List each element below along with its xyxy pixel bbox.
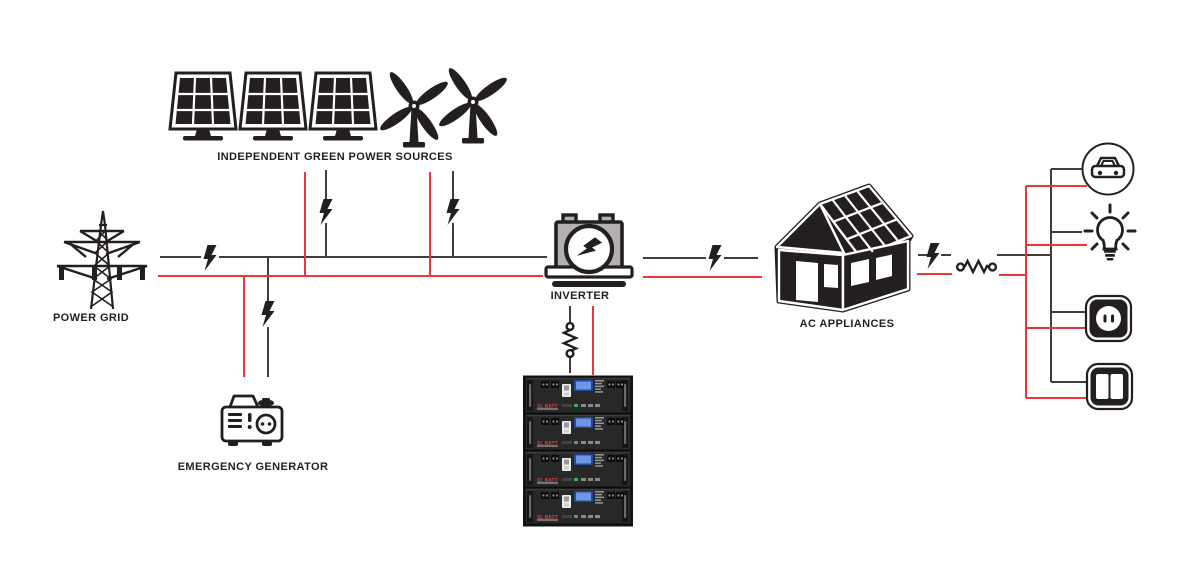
wire-solar-drop-red bbox=[304, 172, 431, 276]
green-sources-label: INDEPENDENT GREEN POWER SOURCES bbox=[217, 151, 453, 163]
rack-battery-stack-icon: SL BATT SL BATT SL BATT SL BATT bbox=[523, 375, 633, 527]
lightning-bolt-icon bbox=[319, 199, 333, 225]
portable-generator-icon bbox=[220, 394, 284, 446]
wiring-red bbox=[158, 172, 1087, 399]
lightning-bolt-icon bbox=[261, 301, 275, 327]
lightning-bolt-icon bbox=[926, 243, 940, 269]
inverter-label: INVERTER bbox=[550, 290, 610, 302]
solar-panel-icon bbox=[238, 71, 308, 142]
ev-car-icon bbox=[1081, 142, 1135, 196]
wind-turbine-icon bbox=[376, 68, 452, 148]
wire-loads-bus-red bbox=[1025, 185, 1087, 399]
solar-panel-icon bbox=[308, 71, 378, 142]
house-window bbox=[876, 254, 892, 280]
transmission-tower-icon bbox=[56, 210, 148, 310]
wind-turbine-icon bbox=[435, 64, 511, 144]
wall-switch-icon bbox=[1085, 362, 1134, 411]
ac-appliances-label: AC APPLIANCES bbox=[799, 318, 895, 330]
battery-brand: SL BATT bbox=[537, 515, 558, 521]
battery-brand: SL BATT bbox=[537, 478, 558, 484]
battery-brand: SL BATT bbox=[537, 441, 558, 447]
house-with-solar-roof-icon bbox=[774, 183, 914, 313]
battery-brand: SL BATT bbox=[537, 404, 558, 410]
wire-house-to-loads-red bbox=[917, 273, 1026, 276]
house-window bbox=[851, 259, 869, 286]
inverter-icon bbox=[544, 213, 634, 287]
lightning-bolt-icon bbox=[203, 245, 217, 271]
solar-panel-icon bbox=[168, 71, 238, 142]
wall-outlet-icon bbox=[1084, 294, 1133, 343]
emergency-generator-label: EMERGENCY GENERATOR bbox=[177, 461, 329, 473]
fuse-icon-vertical bbox=[560, 321, 580, 359]
wire-loads-bus-black bbox=[1050, 168, 1086, 383]
light-bulb-icon bbox=[1083, 203, 1137, 261]
lightning-bolt-icon bbox=[446, 199, 460, 225]
house-window bbox=[824, 264, 838, 288]
power-grid-label: POWER GRID bbox=[52, 312, 130, 324]
wiring-black bbox=[160, 168, 1086, 383]
house-door bbox=[796, 261, 818, 302]
lightning-bolt-icon bbox=[708, 245, 722, 271]
fuse-icon-horizontal bbox=[955, 258, 998, 275]
